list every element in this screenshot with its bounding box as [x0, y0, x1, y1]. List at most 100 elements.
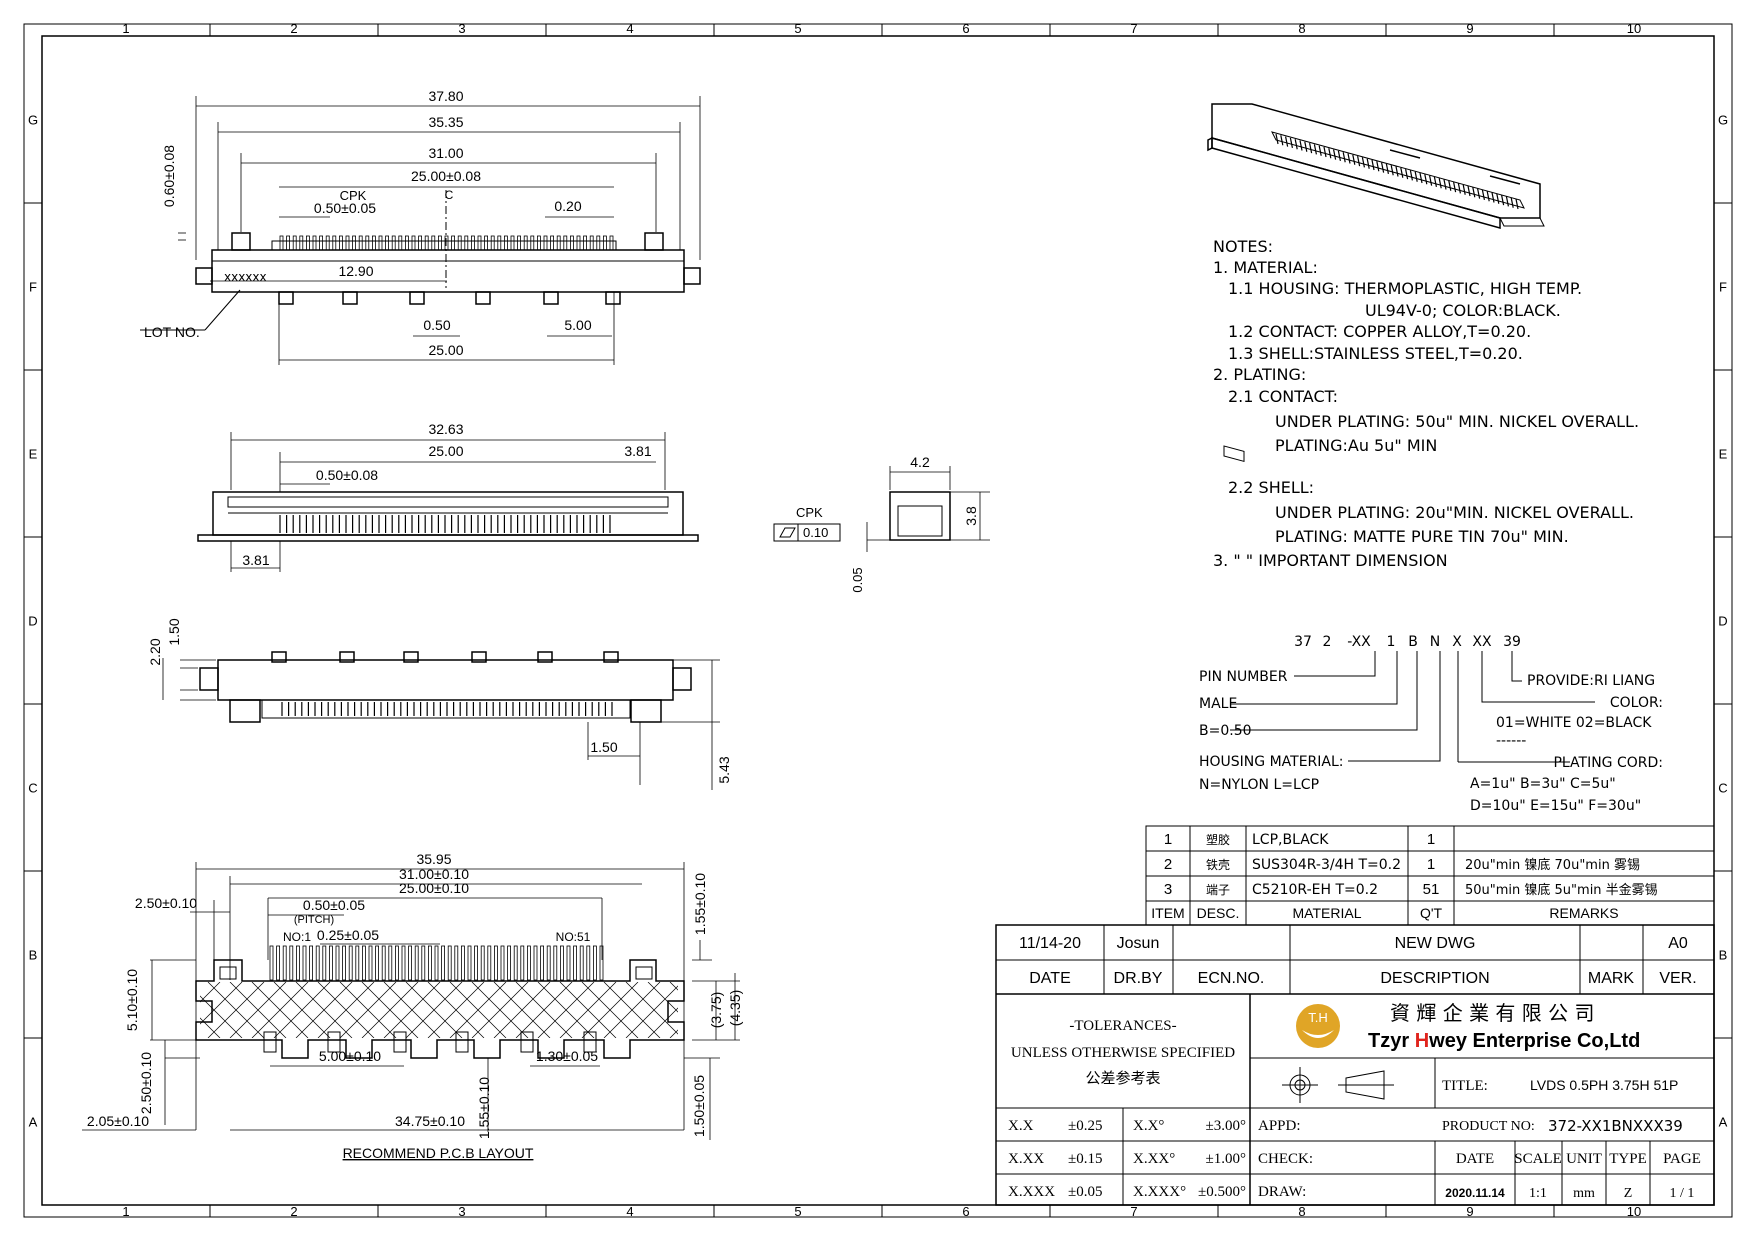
grid-col-label: 4 — [626, 1204, 633, 1219]
bom-remarks: 20u"min 镍底 70u"min 雾锡 — [1465, 857, 1640, 873]
bottom-view: 2.20 1.50 1.50 5.43 — [147, 618, 732, 790]
desc-value: NEW DWG — [1395, 935, 1476, 952]
bom-header-item: ITEM — [1151, 905, 1184, 921]
dim-3-8: 3.8 — [963, 506, 979, 526]
grid-col-label: 1 — [122, 1204, 129, 1219]
product-no-header: PRODUCT NO: — [1442, 1119, 1535, 1134]
dim-31-00-pcb: 31.00±0.10 — [399, 866, 469, 882]
bom-desc: 端子 — [1206, 883, 1230, 897]
grid-col-label: 10 — [1627, 21, 1641, 36]
dim-5-00-pcb: 5.00±0.10 — [319, 1048, 381, 1064]
ver-header: VER. — [1659, 970, 1696, 987]
note-line: 1.1 HOUSING: THERMOPLASTIC, HIGH TEMP. — [1228, 279, 1582, 298]
pn-seg: -XX — [1347, 634, 1371, 650]
grid-col-label: 7 — [1130, 21, 1137, 36]
dim-1-55-bottom: 1.55±0.10 — [476, 1077, 492, 1139]
pn-seg: 37 — [1294, 634, 1312, 650]
dim-3-81-right: 3.81 — [624, 443, 651, 459]
bom-desc: 铁壳 — [1206, 858, 1230, 872]
product-no-value: 372-XX1BNXXX39 — [1548, 1117, 1683, 1135]
tol-cell: ±0.05 — [1068, 1184, 1102, 1200]
pn-pitch: B=0.50 — [1199, 723, 1252, 739]
grid-col-label: 2 — [290, 1204, 297, 1219]
bom-item: 1 — [1164, 831, 1172, 848]
dim-0-05: 0.05 — [850, 567, 865, 592]
check-label: CHECK: — [1258, 1151, 1313, 1167]
bom-qty: 1 — [1427, 856, 1435, 873]
inner-border — [41, 35, 1715, 1206]
grid-row-label: B — [29, 948, 38, 963]
pn-plating-opts1: A=1u" B=3u" C=5u" — [1470, 776, 1616, 792]
dim-2-50-side: 2.50±0.10 — [138, 1052, 154, 1114]
grid-col-label: 9 — [1466, 21, 1473, 36]
grid-col-label: 8 — [1298, 21, 1305, 36]
grid-row-label: G — [28, 113, 38, 128]
grid-row-label: E — [1719, 447, 1728, 462]
part-number-decoder: 37 2 -XX 1 B N X XX 39 PIN NUMBER MALE B… — [1199, 634, 1663, 814]
dim-25-00-bottom: 25.00 — [428, 342, 463, 358]
tol-cell: ±3.00° — [1206, 1118, 1246, 1134]
pn-plating-opts2: D=10u" E=15u" F=30u" — [1470, 798, 1641, 814]
pitch-pcb: 0.50±0.05 — [303, 897, 365, 913]
tol-cell: ±0.500° — [1198, 1184, 1246, 1200]
iso-pins — [1275, 133, 1519, 210]
bottom-view-pins — [281, 702, 613, 716]
desc-header: DESCRIPTION — [1380, 970, 1489, 987]
info-header: DATE — [1456, 1151, 1494, 1167]
bom-desc: 塑胶 — [1206, 832, 1230, 847]
note-line: 3. " " IMPORTANT DIMENSION — [1213, 551, 1448, 570]
ecn-header: ECN.NO. — [1198, 970, 1265, 987]
bom-material: LCP,BLACK — [1252, 832, 1329, 848]
mark-header: MARK — [1588, 970, 1635, 987]
info-header: SCALE — [1514, 1151, 1562, 1167]
pitch-dim: 0.50±0.05 — [314, 200, 376, 216]
info-value: mm — [1573, 1186, 1595, 1201]
company-name-cn: 資 輝 企 業 有 限 公 司 — [1390, 1001, 1595, 1025]
note-line: 1.3 SHELL:STAINLESS STEEL,T=0.20. — [1228, 344, 1523, 363]
lot-mark: xxxxxx — [224, 270, 267, 284]
pn-seg: N — [1430, 634, 1440, 650]
pcb-pads — [269, 945, 604, 981]
note-line: PLATING: MATTE PURE TIN 70u" MIN. — [1275, 527, 1569, 546]
grid-row-label: D — [28, 614, 37, 629]
tol-cell: X.XXX° — [1133, 1184, 1186, 1200]
info-value: 1 / 1 — [1670, 1186, 1695, 1201]
note-line: PLATING:Au 5u" MIN — [1275, 436, 1437, 455]
dim-2-05: 2.05±0.10 — [87, 1113, 149, 1129]
grid-row-label: C — [28, 781, 37, 796]
isometric-view — [1207, 103, 1545, 462]
dim-25-00-front: 25.00 — [428, 443, 463, 459]
tol-cell: X.XXX — [1008, 1184, 1055, 1200]
bom-item: 3 — [1164, 881, 1172, 898]
grid-col-label: 7 — [1130, 1204, 1137, 1219]
projection-symbol-icon — [1282, 1067, 1394, 1103]
side-view: 4.2 3.8 0.05 CPK 0.10 — [773, 454, 990, 593]
dim-0-20: 0.20 — [554, 198, 581, 214]
dim-4-2: 4.2 — [910, 454, 930, 470]
grid-col-label: 5 — [794, 1204, 801, 1219]
pn-plating: PLATING CORD: — [1553, 755, 1663, 771]
pn-color-opts: 01=WHITE 02=BLACK — [1496, 715, 1652, 731]
pn-color-dash: ------ — [1496, 733, 1526, 749]
bom-header-qty: Q'T — [1420, 905, 1443, 921]
grid-col-label: 10 — [1627, 1204, 1641, 1219]
pn-provide: PROVIDE:RI LIANG — [1527, 673, 1655, 689]
dim-32-63: 32.63 — [428, 421, 463, 437]
pn-pin-number: PIN NUMBER — [1199, 669, 1288, 685]
tol-cell: X.XX° — [1133, 1151, 1175, 1167]
grid-row-label: A — [1719, 1115, 1728, 1130]
grid-col-label: 1 — [122, 21, 129, 36]
info-header: UNIT — [1566, 1151, 1602, 1167]
grid-row-label: A — [29, 1115, 38, 1130]
cpk-label: CPK — [340, 188, 367, 203]
dim-0-25: 0.25±0.05 — [317, 927, 379, 943]
cpk-side: CPK — [796, 505, 823, 520]
dim-5-10: 5.10±0.10 — [124, 969, 140, 1031]
pcb-caption: RECOMMEND P.C.B LAYOUT — [343, 1145, 534, 1161]
pn-housing: HOUSING MATERIAL: — [1199, 754, 1344, 770]
grid-col-label: 3 — [458, 21, 465, 36]
